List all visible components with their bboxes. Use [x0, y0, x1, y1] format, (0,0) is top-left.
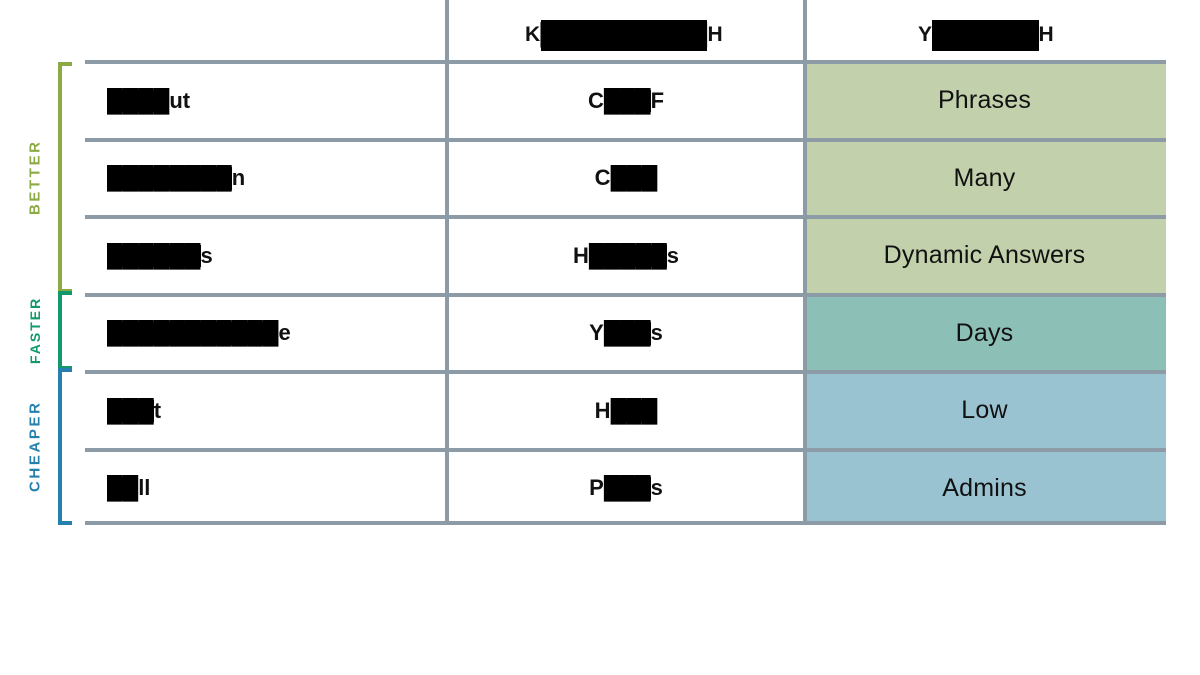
column-divider-right [803, 0, 807, 525]
row-label-redacted: ████████ [107, 165, 232, 191]
bracket-shape [58, 368, 72, 525]
row-label-cell: ████ut [85, 64, 443, 138]
row-label-suffix: t [153, 397, 162, 423]
row-middle-redacted: ███ [610, 397, 658, 423]
row-middle-cell: C███ [449, 142, 803, 216]
bracket-shape [58, 291, 72, 370]
row-middle-prefix: H [594, 397, 611, 423]
table-row: ███t H███ Low [85, 370, 1166, 448]
row-middle-cell: H█████s [449, 219, 803, 293]
row-label-cell: ██████s [85, 219, 443, 293]
row-label-redacted: ████ [107, 87, 170, 113]
column-header-right: Y███████H [807, 18, 1165, 52]
row-middle-cell: Y███s [449, 297, 803, 371]
row-label-redacted: ███ [107, 397, 154, 423]
header-middle-suffix: H [707, 23, 723, 46]
row-label-cell: ███████████e [85, 297, 443, 371]
row-value-cell: Many [803, 141, 1166, 215]
group-bracket-cheaper: CHEAPER [27, 368, 72, 525]
row-middle-redacted: █████ [588, 242, 667, 268]
header-middle-prefix: K [525, 23, 541, 46]
row-divider [85, 370, 1166, 374]
row-middle-cell: C███F [449, 64, 803, 138]
table-row: ███████████e Y███s Days [85, 292, 1166, 371]
row-value-cell: Dynamic Answers [803, 219, 1166, 293]
row-label-redacted: ██ [107, 475, 139, 501]
row-value-cell: Days [803, 296, 1166, 370]
row-divider [85, 215, 1166, 219]
row-label-suffix: s [200, 242, 213, 268]
row-divider [85, 447, 1166, 452]
table-row: ████ut C███F Phrases [85, 60, 1166, 138]
table-row: ██████s H█████s Dynamic Answers [85, 215, 1166, 293]
header-right-prefix: Y [917, 23, 933, 46]
group-bracket-faster: FASTER [27, 291, 72, 370]
table-bottom-border [85, 521, 1166, 525]
header-middle-redacted: ███████████ [540, 18, 708, 52]
group-label-cheaper: CHEAPER [26, 400, 44, 493]
row-label-cell: ████████n [85, 142, 443, 216]
row-middle-prefix: C [594, 165, 611, 191]
row-middle-suffix: F [650, 87, 665, 113]
group-label-faster: FASTER [27, 296, 43, 365]
row-divider [85, 292, 1166, 297]
row-middle-suffix: s [650, 320, 663, 346]
row-label-suffix: ut [169, 87, 191, 113]
row-middle-redacted: ███ [610, 165, 658, 191]
row-value-cell: Admins [803, 451, 1166, 525]
row-label-suffix: ll [138, 475, 151, 501]
row-divider [85, 137, 1166, 142]
table-row: ██ll P███s Admins [85, 447, 1166, 526]
group-label-better: BETTER [26, 139, 44, 216]
row-divider [85, 60, 1166, 64]
row-middle-suffix: s [666, 242, 680, 268]
group-bracket-better: BETTER [27, 62, 72, 293]
row-label-suffix: n [231, 165, 246, 191]
row-middle-prefix: Y [589, 320, 604, 346]
row-middle-suffix: s [650, 475, 663, 501]
header-right-redacted: ███████ [932, 18, 1039, 52]
row-value-cell: Low [803, 374, 1166, 448]
row-label-suffix: e [278, 320, 291, 346]
bracket-shape [58, 62, 72, 293]
row-middle-redacted: ███ [603, 87, 651, 113]
row-label-cell: ██ll [85, 452, 443, 526]
table-row: ████████n C███ Many [85, 137, 1166, 216]
row-value-cell: Phrases [803, 64, 1166, 138]
row-middle-prefix: H [572, 242, 589, 268]
row-label-redacted: ███████████ [107, 320, 279, 346]
row-middle-prefix: P [589, 475, 604, 501]
header-right-suffix: H [1038, 23, 1055, 46]
row-label-redacted: ██████ [107, 242, 201, 268]
row-middle-cell: P███s [449, 452, 803, 526]
row-middle-prefix: C [587, 87, 604, 113]
row-label-cell: ███t [85, 374, 443, 448]
row-middle-redacted: ███ [603, 320, 651, 346]
row-middle-redacted: ███ [603, 475, 651, 501]
comparison-table: ████ut C███F Phrases ████████n C███ Many… [85, 60, 1166, 525]
column-header-middle: K███████████H [449, 18, 799, 52]
row-middle-cell: H███ [449, 374, 803, 448]
column-divider-left [445, 0, 449, 525]
